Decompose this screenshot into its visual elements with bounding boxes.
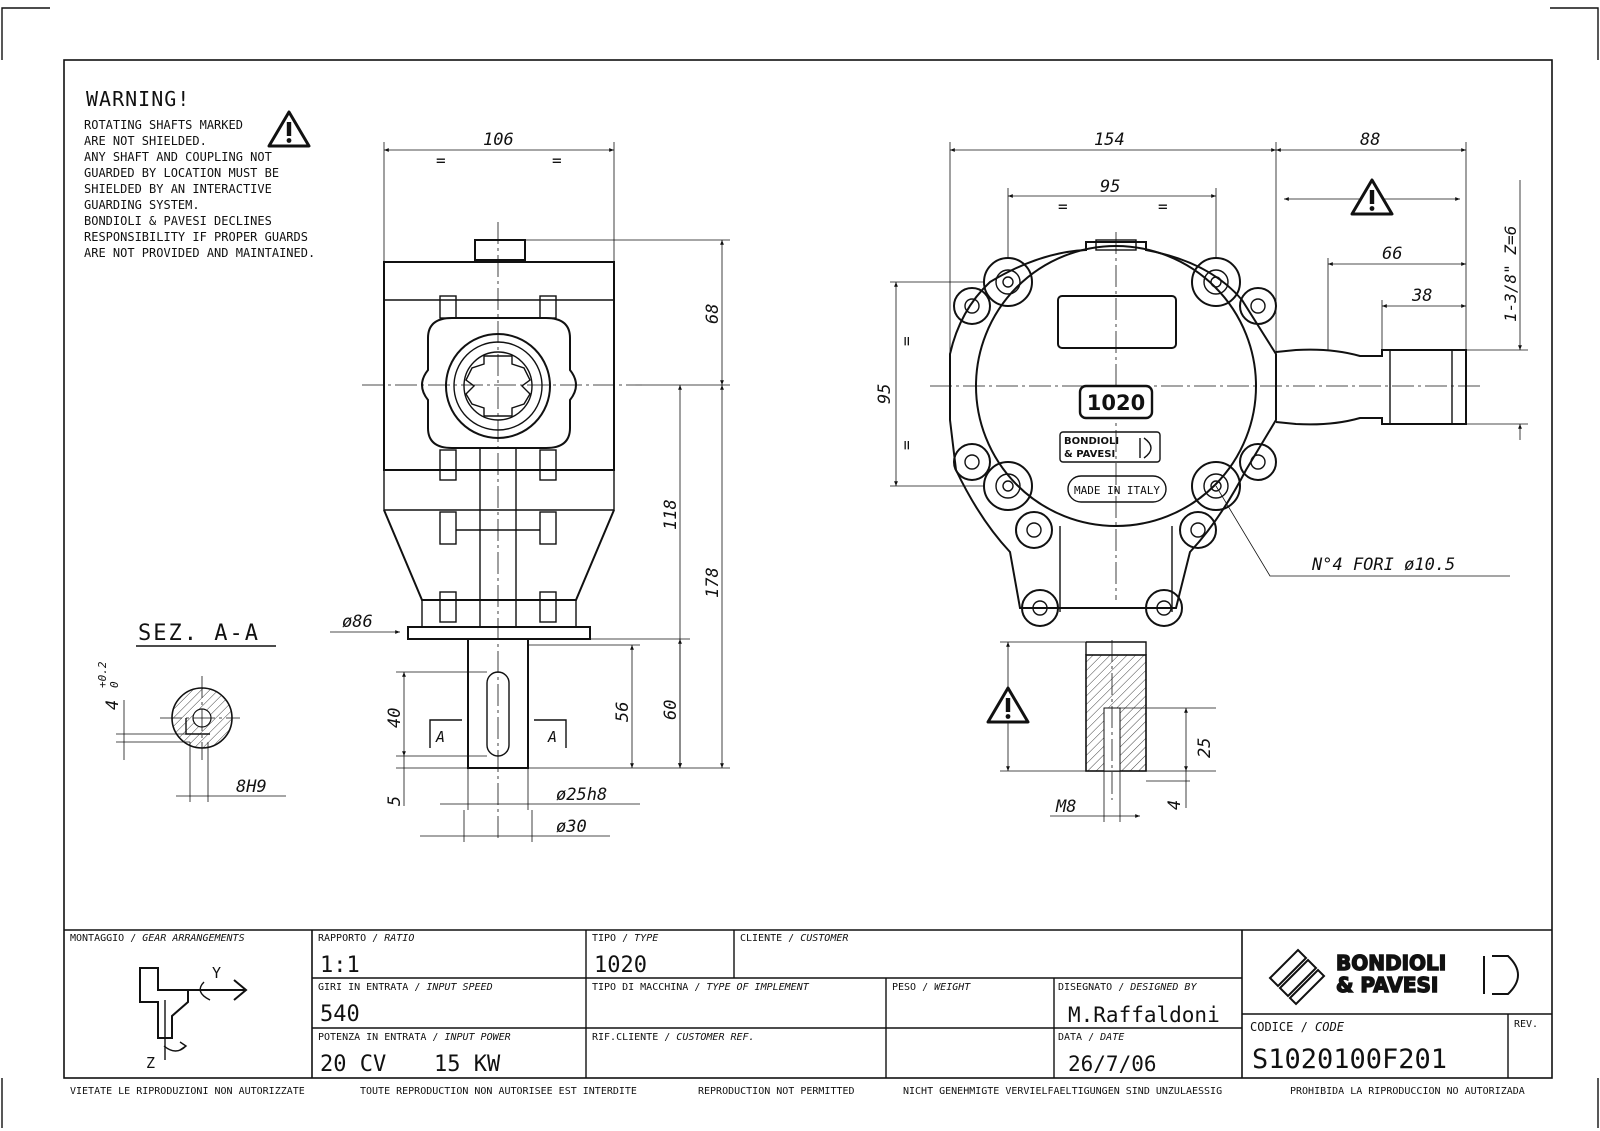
power-cv: 20 CV: [320, 1052, 386, 1077]
power-kw: 15 KW: [434, 1052, 501, 1077]
section-marker-left: A: [435, 728, 445, 746]
weight-label: PESO / WEIGHT: [892, 982, 971, 993]
section-marker-right: A: [547, 728, 557, 746]
brand-logo: BONDIOLI & PAVESI: [1268, 948, 1519, 1006]
warning-line: BONDIOLI & PAVESI DECLINES: [84, 214, 272, 228]
designed-label: DISEGNATO / DESIGNED BY: [1058, 982, 1197, 993]
warning-line: ANY SHAFT AND COUPLING NOT: [84, 150, 272, 164]
title-block: MONTAGGIO / GEAR ARRANGEMENTS Y Z RAPPOR…: [64, 929, 1552, 1078]
dim-eq: =: [1158, 197, 1168, 216]
section-title: SEZ. A-A: [138, 621, 260, 646]
warning-triangle-icon: [1350, 178, 1394, 216]
section-aa: SEZ. A-A 4 +0.2 0 8H9: [96, 621, 286, 802]
dim-68: 68: [703, 304, 723, 324]
gear-arr-label: MONTAGGIO / GEAR ARRANGEMENTS: [70, 933, 245, 944]
warning-block: WARNING! ROTATING SHAFTS MARKED ARE NOT …: [84, 87, 315, 260]
designer-value: M.Raffaldoni: [1068, 1003, 1220, 1027]
dim-56: 56: [613, 702, 633, 722]
custref-label: RIF.CLIENTE / CUSTOMER REF.: [592, 1032, 755, 1043]
type-value: 1020: [594, 953, 647, 978]
speed-label: GIRI IN ENTRATA / INPUT SPEED: [318, 982, 493, 993]
warning-line: ARE NOT SHIELDED.: [84, 134, 207, 148]
dim-eq: =: [897, 440, 916, 450]
footer-notice: REPRODUCTION NOT PERMITTED: [698, 1086, 855, 1097]
thread-m8: M8: [1055, 797, 1076, 817]
dim-118: 118: [661, 499, 681, 530]
dim-154: 154: [1094, 130, 1125, 150]
brand-line2: & PAVESI: [1064, 449, 1115, 460]
shaft-spec: 1-3/8" Z=6: [1501, 226, 1520, 322]
ratio-value: 1:1: [320, 953, 360, 978]
warning-line: ROTATING SHAFTS MARKED: [84, 118, 243, 132]
holes-note: N°4 FORI ø10.5: [1311, 555, 1455, 575]
brand-logo-icon: [1139, 437, 1152, 459]
ratio-label: RAPPORTO / RATIO: [318, 933, 414, 944]
key-tol-top: +0.2: [96, 661, 109, 688]
date-label: DATA / DATE: [1058, 1032, 1124, 1043]
dia-86: ø86: [342, 612, 373, 632]
axis-y: Y: [212, 964, 221, 982]
axis-z: Z: [146, 1054, 155, 1072]
code-label: CODICE / CODE: [1250, 1020, 1345, 1034]
dim-88: 88: [1360, 130, 1380, 150]
type-label: TIPO / TYPE: [592, 933, 658, 944]
key-tol-bottom: 0: [108, 681, 121, 688]
dim-eq: =: [436, 151, 446, 170]
brand-line2: & PAVESI: [1336, 973, 1438, 997]
footer-notices: VIETATE LE RIPRODUZIONI NON AUTORIZZATE …: [70, 1086, 1525, 1097]
code-value: S1020100F201: [1252, 1044, 1447, 1075]
dim-eq: =: [1058, 197, 1068, 216]
front-view: 1020 BONDIOLI & PAVESI MADE IN ITALY 154…: [875, 130, 1528, 822]
warning-line: RESPONSIBILITY IF PROPER GUARDS: [84, 230, 308, 244]
warning-triangle-icon: [986, 686, 1030, 724]
brand-mark-icon: [1483, 955, 1519, 995]
warning-line: SHIELDED BY AN INTERACTIVE: [84, 182, 272, 196]
width-dim: 8H9: [236, 777, 267, 797]
brand-line1: BONDIOLI: [1064, 436, 1119, 447]
gear-arrangement-diagram: Y Z: [139, 964, 248, 1072]
dim-5: 5: [385, 796, 405, 806]
dim-25: 25: [1195, 738, 1215, 758]
dim-106: 106: [483, 130, 514, 150]
dia-30: ø30: [556, 817, 587, 837]
dia-25h8: ø25h8: [556, 785, 607, 805]
dim-38: 38: [1411, 286, 1432, 306]
key-dim: 4: [103, 700, 123, 710]
footer-notice: TOUTE REPRODUCTION NON AUTORISEE EST INT…: [360, 1086, 637, 1097]
dim-178: 178: [703, 567, 723, 598]
dim-4: 4: [1165, 800, 1185, 810]
dim-66: 66: [1382, 244, 1402, 264]
implement-label: TIPO DI MACCHINA / TYPE OF IMPLEMENT: [592, 982, 810, 993]
warning-line: GUARDED BY LOCATION MUST BE: [84, 166, 279, 180]
dim-60: 60: [661, 700, 681, 720]
side-view: A A 106 = = 68 118 178 60 56 40 5: [330, 130, 730, 842]
customer-label: CLIENTE / CUSTOMER: [740, 933, 848, 944]
model-plate: 1020: [1087, 391, 1145, 415]
rev-label: REV.: [1514, 1019, 1538, 1030]
drawing-frame: [63, 59, 1553, 1079]
warning-triangle-icon: [267, 110, 311, 148]
mounting-lugs: [953, 257, 1277, 627]
sheet-corner-marks: [1, 7, 1599, 1128]
brand-line1: BONDIOLI: [1336, 951, 1446, 975]
footer-notice: VIETATE LE RIPRODUZIONI NON AUTORIZZATE: [70, 1086, 305, 1097]
speed-value: 540: [320, 1002, 360, 1027]
footer-notice: NICHT GENEHMIGTE VERVIELFAELTIGUNGEN SIN…: [903, 1086, 1222, 1097]
dim-eq: =: [897, 336, 916, 346]
warning-title: WARNING!: [86, 87, 190, 111]
dim-eq: =: [552, 151, 562, 170]
dim-40: 40: [385, 708, 405, 728]
footer-notice: PROHIBIDA LA RIPRODUCCION NO AUTORIZADA: [1290, 1086, 1525, 1097]
power-label: POTENZA IN ENTRATA / INPUT POWER: [318, 1032, 511, 1043]
warning-line: GUARDING SYSTEM.: [84, 198, 200, 212]
date-value: 26/7/06: [1068, 1052, 1157, 1076]
warning-line: ARE NOT PROVIDED AND MAINTAINED.: [84, 246, 315, 260]
made-in-italy: MADE IN ITALY: [1074, 484, 1160, 497]
dim-95-h: 95: [1100, 177, 1120, 197]
dim-95-v: 95: [875, 384, 895, 404]
